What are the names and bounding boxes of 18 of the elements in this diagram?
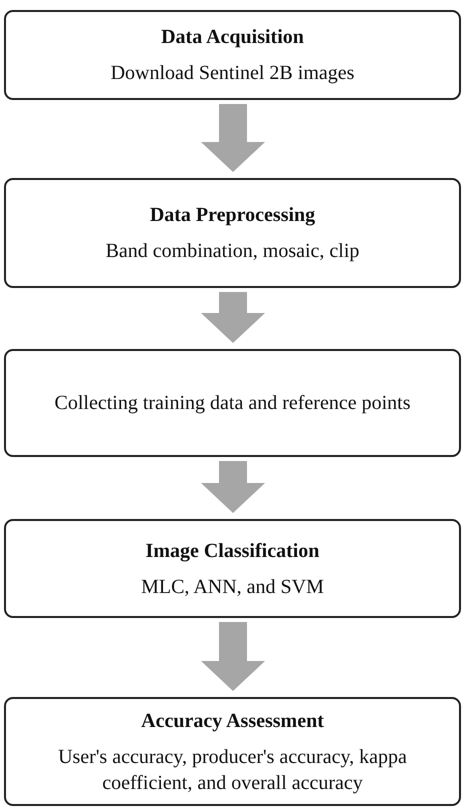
box-text: Band combination, mosaic, clip bbox=[106, 239, 360, 264]
process-box bbox=[4, 10, 461, 100]
box-text: Download Sentinel 2B images bbox=[110, 61, 354, 86]
box-heading: Image Classification bbox=[146, 538, 320, 564]
box-text: MLC, ANN, and SVM bbox=[141, 574, 324, 600]
block-arrow bbox=[201, 292, 265, 343]
box-text: Collecting training data and reference points bbox=[54, 391, 410, 416]
box-heading: Accuracy Assessment bbox=[141, 708, 324, 734]
block-arrow bbox=[201, 622, 265, 691]
process-box bbox=[4, 178, 461, 288]
process-box bbox=[4, 697, 461, 806]
process-box bbox=[4, 349, 461, 457]
box-text: User's accuracy, producer's accuracy, kappa coefficient, and overall accuracy bbox=[57, 744, 408, 796]
block-arrow bbox=[201, 461, 265, 513]
box-heading: Data Preprocessing bbox=[150, 203, 316, 228]
box-heading: Data Acquisition bbox=[161, 25, 304, 50]
block-arrow bbox=[201, 104, 265, 172]
process-box bbox=[4, 519, 461, 618]
